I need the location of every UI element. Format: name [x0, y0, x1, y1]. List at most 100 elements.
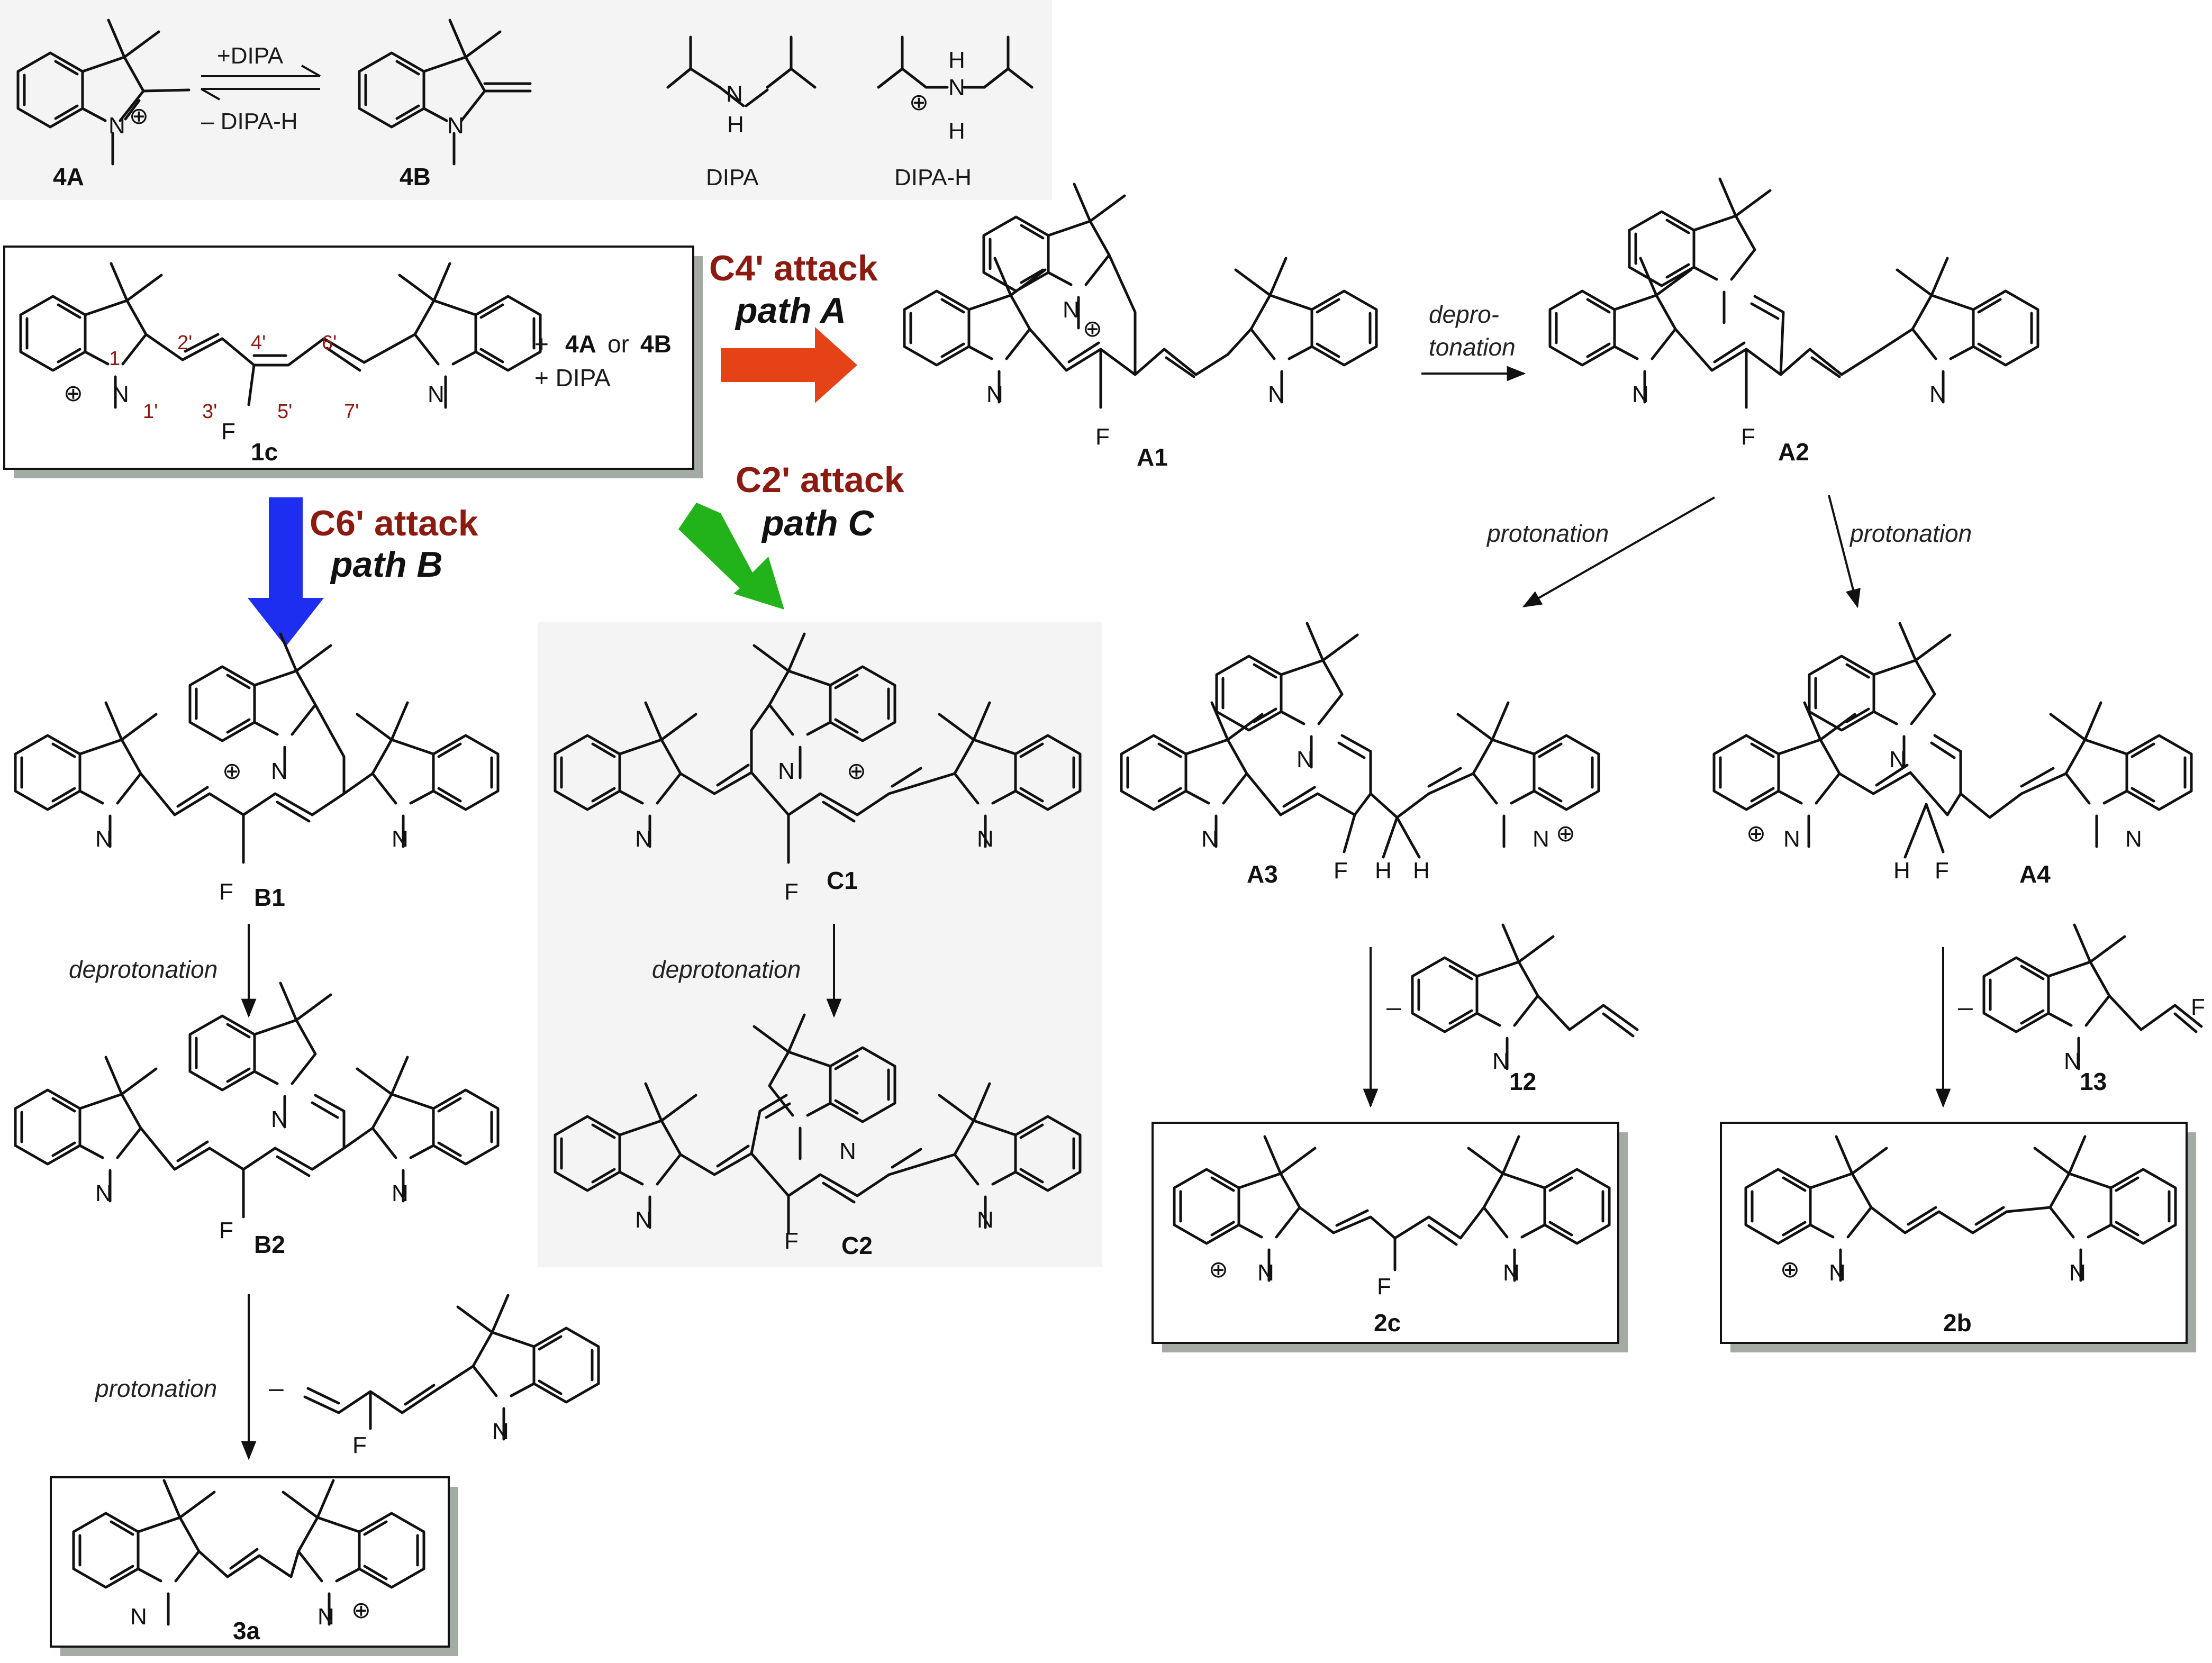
- structure-12: [1412, 925, 1639, 1069]
- charge-2b: ⊕: [1780, 1257, 1800, 1283]
- reagents-4B: 4B: [640, 330, 672, 358]
- label-B1: B1: [254, 884, 285, 911]
- path-A-arrow: [721, 327, 857, 403]
- label-A4: A4: [2019, 860, 2051, 888]
- atom-F-B2: F: [219, 1217, 233, 1243]
- atom-N-2b-right: N: [2069, 1260, 2086, 1286]
- label-2c: 2c: [1374, 1309, 1401, 1337]
- num-2prime: 2': [177, 332, 192, 354]
- label-13: 13: [2080, 1068, 2107, 1095]
- charge-A1: ⊕: [1083, 316, 1102, 342]
- label-3a: 3a: [233, 1617, 260, 1644]
- atom-H2-A3: H: [1413, 858, 1430, 884]
- equilibrium-arrows: [201, 65, 321, 101]
- atom-H-DIPA: H: [727, 112, 744, 138]
- structure-13: [1984, 925, 2203, 1069]
- path-C-pane: [538, 622, 1102, 1267]
- structure-B1: [15, 634, 498, 864]
- forward-label: +DIPA: [217, 43, 284, 69]
- atom-N-A4-left: N: [1783, 826, 1800, 852]
- atom-N-B-byproduct: N: [492, 1419, 509, 1444]
- structure-A1: [904, 184, 1376, 409]
- num-1: 1: [109, 348, 120, 370]
- atom-N-C1-right: N: [977, 826, 994, 852]
- label-C2: C2: [841, 1232, 873, 1259]
- structure-DIPA-H: [877, 35, 1034, 89]
- atom-F-13: F: [2191, 994, 2205, 1020]
- step-protonation-A3: protonation: [1486, 520, 1609, 547]
- path-C-name: path C: [761, 503, 874, 543]
- atom-H-A4: H: [1893, 858, 1910, 884]
- box-2c: [1152, 1122, 1619, 1344]
- charge-4A: ⊕: [129, 103, 149, 129]
- minus-B-byproduct: –: [269, 1373, 284, 1403]
- charge-B1: ⊕: [222, 758, 242, 784]
- label-B2: B2: [254, 1231, 285, 1258]
- step-deprotonation-B: deprotonation: [69, 956, 217, 983]
- atom-N-B1-top: N: [271, 758, 288, 784]
- charge-2c: ⊕: [1209, 1257, 1228, 1283]
- structure-1c: [21, 263, 540, 407]
- reagents-plus: +: [534, 330, 549, 358]
- minus-12: –: [1386, 992, 1401, 1022]
- atom-N-1c-right: N: [428, 381, 445, 407]
- charge-1c: ⊕: [64, 380, 83, 406]
- label-12: 12: [1509, 1068, 1536, 1095]
- atom-N-13: N: [2064, 1048, 2081, 1074]
- atom-N-2c-right: N: [1503, 1260, 1520, 1286]
- atom-N-C2-top: N: [839, 1138, 856, 1164]
- atom-H-top-DIPAH: H: [948, 47, 965, 73]
- path-C-attack: C2' attack: [736, 460, 904, 500]
- label-A3: A3: [1247, 860, 1278, 888]
- path-B-name: path B: [330, 544, 443, 585]
- path-C-arrow: [678, 503, 784, 610]
- label-2b: 2b: [1943, 1309, 1972, 1337]
- charge-A4: ⊕: [1746, 821, 1766, 847]
- reagents-dipa: + DIPA: [534, 364, 611, 392]
- path-A-attack: C4' attack: [709, 248, 878, 288]
- atom-N-3a-right: N: [318, 1604, 334, 1630]
- reagents-4A: 4A: [565, 330, 596, 358]
- atom-N-C1-top: N: [778, 758, 795, 784]
- structure-2c: [1174, 1137, 1609, 1280]
- atom-F-B-byproduct: F: [352, 1432, 367, 1458]
- atom-F-C2: F: [784, 1228, 799, 1254]
- atom-F-A2: F: [1741, 424, 1755, 450]
- reverse-label: – DIPA-H: [201, 108, 298, 134]
- atom-N-A2-right: N: [1929, 381, 1946, 407]
- num-6prime: 6': [322, 332, 337, 354]
- atom-N-3a-left: N: [130, 1604, 147, 1630]
- step-protonation-A4: protonation: [1849, 520, 1972, 547]
- structure-DIPA: [666, 35, 817, 107]
- label-DIPA: DIPA: [706, 165, 759, 190]
- path-A-name: path A: [735, 290, 846, 331]
- atom-N-A1-left: N: [986, 381, 1003, 407]
- step-deprotonation-1: depro-: [1429, 301, 1499, 328]
- atom-N-A3-left: N: [1201, 826, 1218, 852]
- atom-N-4A: N: [108, 113, 125, 139]
- atom-N-A4-right: N: [2125, 826, 2142, 852]
- atom-N-2c-left: N: [1257, 1260, 1274, 1286]
- label-A1: A1: [1137, 443, 1168, 471]
- atom-F-A3: F: [1334, 858, 1348, 884]
- reagents-or: or: [608, 330, 629, 358]
- atom-N-C1-left: N: [635, 826, 652, 852]
- charge-A3: ⊕: [1556, 821, 1575, 847]
- atom-N-A1-top: N: [1063, 297, 1080, 323]
- structure-C2: [555, 1015, 1080, 1234]
- structure-B-byproduct: [303, 1295, 599, 1439]
- structure-B2: [15, 983, 498, 1219]
- structure-A2: [1550, 179, 2038, 409]
- label-4B: 4B: [400, 163, 431, 190]
- atom-F-C1: F: [784, 879, 799, 905]
- num-3prime: 3': [202, 401, 217, 423]
- structure-3a: [74, 1480, 424, 1624]
- structure-A3: [1121, 623, 1599, 859]
- atom-F-1c: F: [221, 419, 235, 444]
- atom-N-DIPA: N: [726, 81, 743, 107]
- atom-N-A3-top: N: [1297, 747, 1313, 773]
- num-1prime: 1': [143, 401, 158, 423]
- box-1c: [3, 246, 694, 470]
- num-5prime: 5': [277, 401, 292, 423]
